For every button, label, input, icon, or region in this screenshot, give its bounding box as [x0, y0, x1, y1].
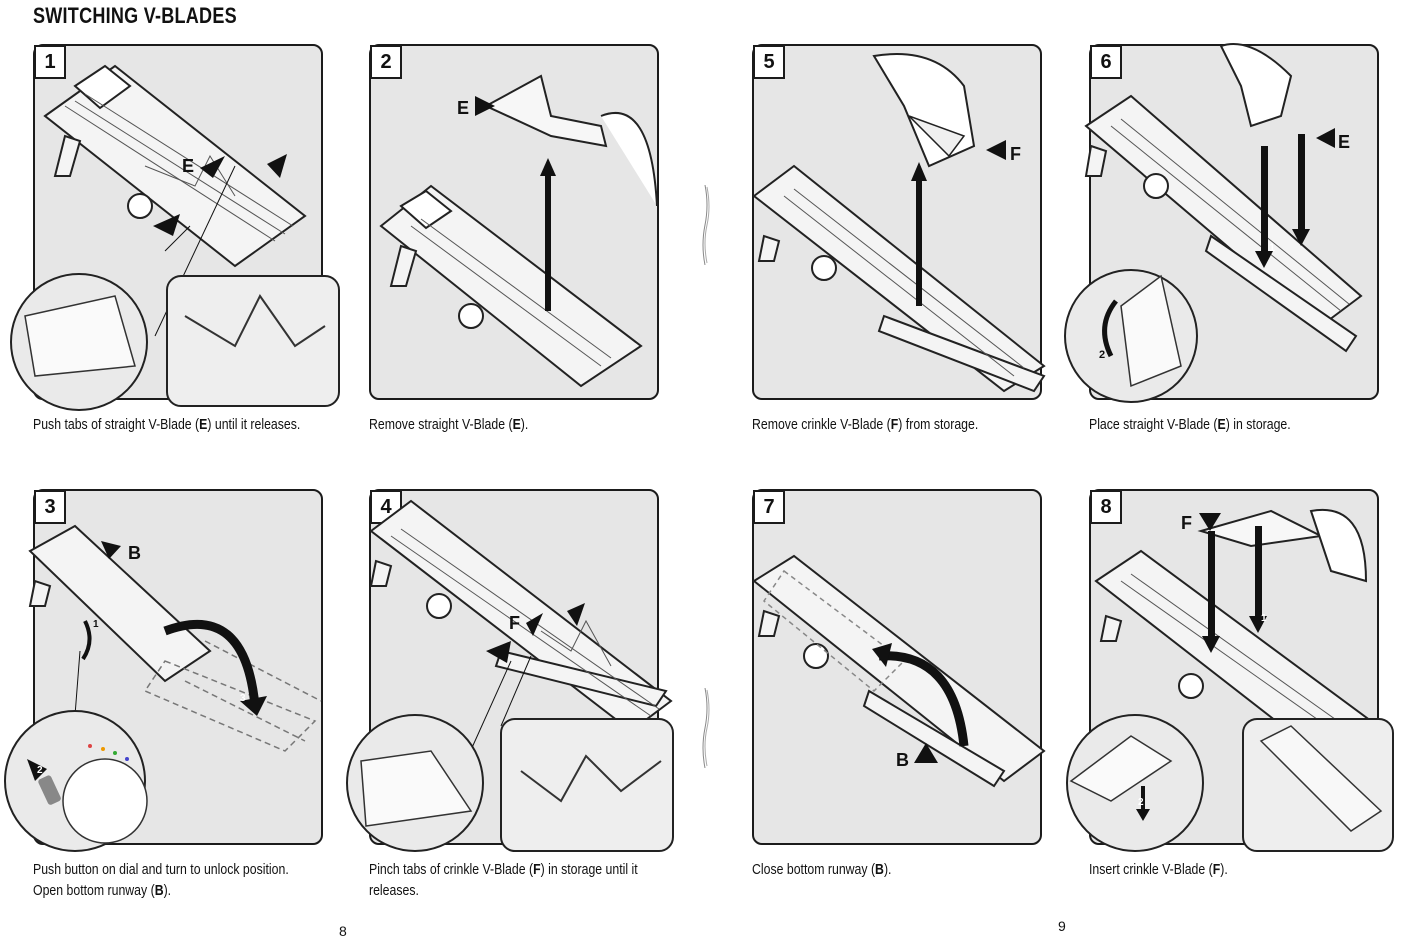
callout-e: E — [182, 156, 194, 176]
page-number-left: 8 — [339, 923, 347, 939]
callout-1: 1 — [1269, 242, 1275, 254]
slicer-illustration: B 1 3 2 — [4, 524, 322, 852]
step-5-caption: Remove crinkle V-Blade (F) from storage. — [752, 416, 979, 433]
step-number: 7 — [753, 490, 785, 524]
step-6-caption: Place straight V-Blade (E) in storage. — [1089, 416, 1291, 433]
step-number: 2 — [370, 45, 402, 79]
slicer-illustration: B — [752, 554, 1046, 788]
step-8-caption: Insert crinkle V-Blade (F). — [1089, 861, 1228, 878]
callout-b: B — [896, 750, 909, 770]
callout-3: 3 — [240, 693, 246, 704]
callout-f: F — [1181, 513, 1192, 533]
step-4-illustration: 4 F — [346, 489, 674, 852]
page-number-right: 9 — [1058, 918, 1066, 934]
callout-b: B — [128, 543, 141, 563]
slicer-illustration: E 1 2 — [1064, 43, 1363, 403]
slicer-illustration: E — [379, 74, 658, 388]
callout-e: E — [457, 98, 469, 118]
step-7-illustration: 7 B — [752, 489, 1046, 845]
step-number: 8 — [1090, 490, 1122, 524]
callout-2: 2 — [1099, 349, 1105, 361]
callout-f: F — [1010, 144, 1021, 164]
detail-inset — [500, 718, 674, 852]
fold-mark — [702, 688, 710, 768]
step-2-illustration: 2 E — [369, 44, 659, 400]
slicer-illustration: E — [10, 64, 340, 411]
step-3-caption: Push button on dial and turn to unlock p… — [33, 861, 289, 899]
callout-2: 2 — [1138, 797, 1144, 808]
callout-1: 1 — [93, 619, 99, 630]
slicer-illustration: F 1 2 — [1066, 508, 1394, 852]
step-1-illustration: 1 E — [10, 44, 340, 411]
step-4-caption: Pinch tabs of crinkle V-Blade (F) in sto… — [369, 861, 638, 899]
slicer-illustration: F — [752, 53, 1046, 393]
page-title: SWITCHING V-BLADES — [33, 3, 237, 28]
step-6-illustration: 6 E 1 2 — [1064, 43, 1379, 403]
callout-1: 1 — [1261, 613, 1267, 624]
callout-f: F — [509, 613, 520, 633]
callout-e: E — [1338, 132, 1350, 152]
step-number: 1 — [34, 45, 66, 79]
fold-mark — [702, 185, 710, 265]
detail-inset — [166, 275, 340, 407]
step-1-caption: Push tabs of straight V-Blade (E) until … — [33, 416, 301, 433]
step-number: 5 — [753, 45, 785, 79]
step-7-caption: Close bottom runway (B). — [752, 861, 892, 878]
callout-2: 2 — [37, 765, 43, 776]
step-3-illustration: 3 B 1 3 2 — [4, 489, 323, 852]
step-number: 3 — [34, 490, 66, 524]
step-5-illustration: 5 F — [752, 44, 1046, 400]
step-number: 6 — [1090, 45, 1122, 79]
slicer-illustration: F — [346, 499, 674, 852]
step-2-caption: Remove straight V-Blade (E). — [369, 416, 529, 433]
step-8-illustration: 8 F 1 2 — [1066, 489, 1394, 852]
